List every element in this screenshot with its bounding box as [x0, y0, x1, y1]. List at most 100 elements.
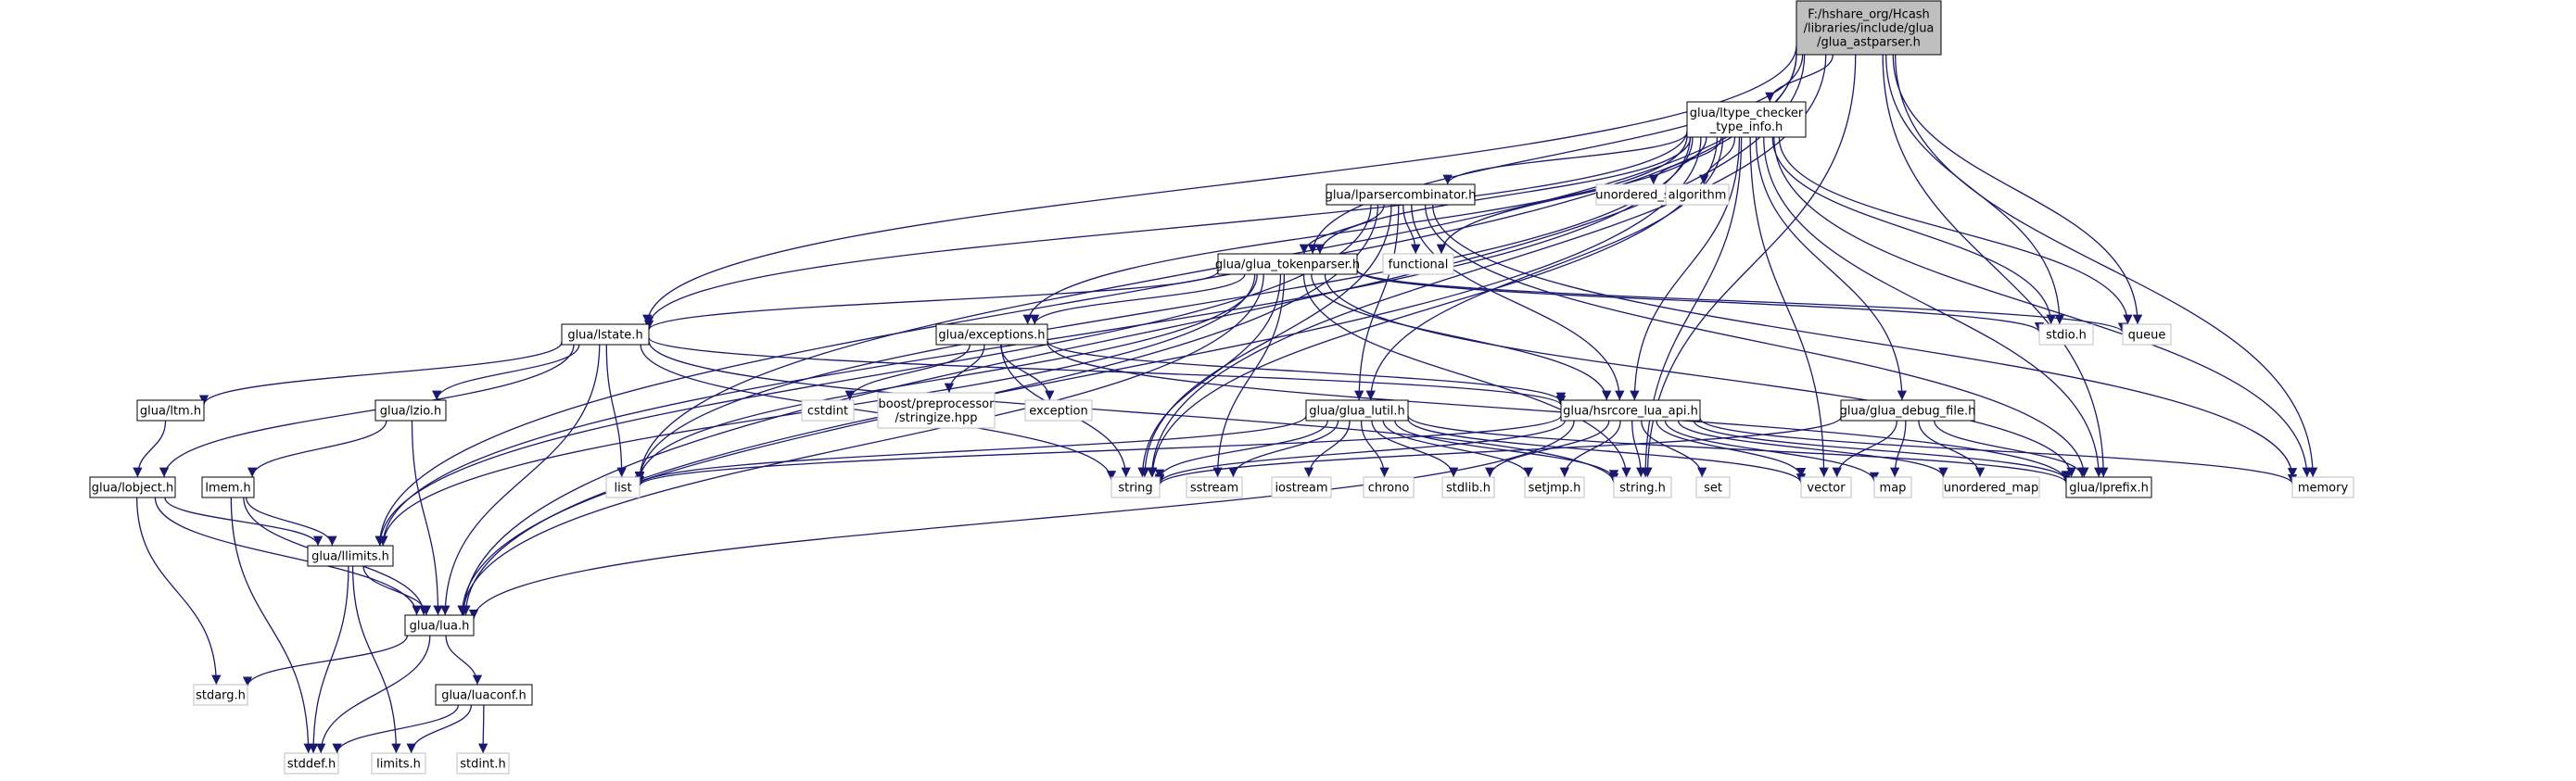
edge-type_checker-to-lstate [643, 131, 1688, 327]
node-box-stddef [284, 752, 339, 775]
edge-exceptions-to-hsrcore_lua_api [1047, 340, 1567, 403]
node-root[interactable]: F:/hshare_org/Hcash/libraries/include/gl… [1796, 0, 1942, 56]
node-label-boost_stringize: boost/preprocessor [879, 397, 996, 411]
edge-root-to-lprefix [1882, 54, 2109, 478]
node-lzio[interactable]: glua/lzio.h [374, 399, 447, 422]
edge-root-to-queue [1892, 54, 2143, 325]
edge-type_checker-to-memory [1773, 136, 2312, 478]
node-label-exception: exception [1029, 405, 1088, 419]
node-debug_file[interactable]: glua/glua_debug_file.h [1840, 399, 1976, 422]
node-label-lobject: glua/lobject.h [92, 482, 174, 496]
edge-root-to-llimits [374, 53, 1797, 547]
node-setjmp: setjmp.h [1524, 476, 1585, 498]
edge-hsrcore_lua_api-to-lua [468, 420, 1575, 620]
node-box-string_h [1613, 476, 1672, 498]
edge-tokenparser-to-string_h [1302, 273, 1631, 478]
node-label-stdint: stdint.h [460, 758, 505, 772]
node-hsrcore_lua_api[interactable]: glua/hsrcore_lua_api.h [1560, 399, 1701, 422]
node-box-lobject [89, 476, 176, 498]
node-box-stdarg [193, 684, 248, 706]
node-label-root: /glua_astparser.h [1817, 36, 1921, 50]
node-exceptions[interactable]: glua/exceptions.h [935, 323, 1048, 346]
node-box-chrono [1363, 476, 1415, 498]
node-label-stdarg: stdarg.h [196, 689, 246, 703]
node-layer: F:/hshare_org/Hcash/libraries/include/gl… [89, 0, 2354, 775]
edge-debug_file-to-vector [1832, 420, 1897, 478]
node-lua[interactable]: glua/lua.h [404, 614, 475, 636]
edge-tokenparser-to-hsrcore_lua_api [1311, 273, 1612, 401]
edge-ltm-to-lobject [133, 420, 167, 478]
edge-lstate-to-ltm [198, 342, 563, 405]
node-label-unordered_map: unordered_map [1944, 482, 2039, 496]
node-box-string [1110, 476, 1161, 498]
edge-lmem-to-llimits [245, 497, 337, 547]
edge-glua_lutil-to-chrono [1360, 420, 1390, 478]
node-type_checker[interactable]: glua/ltype_checker_type_info.h [1686, 101, 1807, 138]
node-label-set: set [1704, 482, 1722, 496]
edge-lmem-to-stddef [230, 497, 313, 754]
node-stdarg: stdarg.h [193, 684, 248, 706]
node-lstate[interactable]: glua/lstate.h [561, 323, 650, 346]
node-box-lprefix [2065, 476, 2152, 498]
node-box-unordered_map [1942, 476, 2040, 498]
edge-tokenparser-to-lstate [644, 271, 1219, 331]
node-box-set [1695, 476, 1731, 498]
node-box-exceptions [935, 323, 1048, 346]
node-llimits[interactable]: glua/llimits.h [307, 545, 394, 567]
edge-lstate-to-string [640, 344, 1117, 481]
node-box-lparsercombinator [1326, 183, 1476, 206]
node-vector: vector [1800, 476, 1852, 498]
edge-lparsercombinator-to-string [1139, 204, 1392, 478]
node-label-type_checker: glua/ltype_checker [1690, 107, 1804, 120]
node-cstdint: cstdint [801, 399, 855, 422]
edge-luaconf-to-stddef [332, 704, 460, 754]
node-label-iostream: iostream [1275, 482, 1327, 496]
node-box-cstdint [801, 399, 855, 422]
node-box-algorithm [1665, 183, 1730, 206]
node-unordered_map: unordered_map [1942, 476, 2040, 498]
node-memory: memory [2291, 476, 2354, 498]
node-lobject[interactable]: glua/lobject.h [89, 476, 176, 498]
node-glua_lutil[interactable]: glua/glua_lutil.h [1305, 399, 1409, 422]
node-box-map [1873, 476, 1912, 498]
edge-hsrcore_lua_api-to-setjmp [1559, 420, 1621, 478]
node-box-hsrcore_lua_api [1560, 399, 1701, 422]
node-iostream: iostream [1271, 476, 1332, 498]
edge-tokenparser-to-stdio [1356, 270, 2044, 333]
node-ltm[interactable]: glua/ltm.h [136, 399, 205, 422]
node-box-limits [371, 752, 426, 775]
node-label-root: /libraries/include/glua [1804, 22, 1935, 36]
node-stdlib: stdlib.h [1441, 476, 1495, 498]
edge-llimits-to-lua [362, 565, 432, 616]
edge-glua_lutil-to-string_h [1394, 420, 1619, 480]
edge-lzio-to-lmem [247, 420, 387, 478]
edge-debug_file-to-string [1155, 416, 1842, 485]
edge-exceptions-to-lprefix [1047, 342, 2072, 482]
node-lmem[interactable]: lmem.h [201, 476, 255, 498]
edge-lparsercombinator-to-memory [1431, 204, 2298, 478]
node-luaconf[interactable]: glua/luaconf.h [435, 684, 533, 706]
node-lprefix[interactable]: glua/lprefix.h [2065, 476, 2152, 498]
node-tokenparser[interactable]: glua/glua_tokenparser.h [1215, 253, 1360, 275]
node-label-limits: limits.h [376, 758, 421, 772]
node-lparsercombinator[interactable]: glua/lparsercombinator.h [1326, 183, 1477, 206]
edge-root-to-string_h [1643, 54, 1857, 478]
node-label-debug_file: glua/glua_debug_file.h [1840, 405, 1976, 419]
node-label-sstream: sstream [1190, 482, 1238, 496]
node-boost_stringize: boost/preprocessor/stringize.hpp [877, 392, 996, 429]
node-box-queue [2122, 323, 2172, 346]
edge-debug_file-to-lprefix [1934, 420, 2087, 478]
edge-glua_lutil-to-string [1154, 420, 1328, 480]
node-box-luaconf [435, 684, 533, 706]
node-string: string [1110, 476, 1161, 498]
node-label-luaconf: glua/luaconf.h [441, 689, 527, 703]
node-box-lua [404, 614, 475, 636]
node-box-exception [1024, 399, 1093, 422]
node-string_h: string.h [1613, 476, 1672, 498]
edge-tokenparser-to-queue [1356, 269, 2127, 334]
node-label-exceptions: glua/exceptions.h [938, 329, 1045, 343]
node-functional: functional [1382, 253, 1454, 275]
node-label-list: list [614, 482, 631, 496]
edge-lstate-to-lzio [432, 344, 580, 401]
